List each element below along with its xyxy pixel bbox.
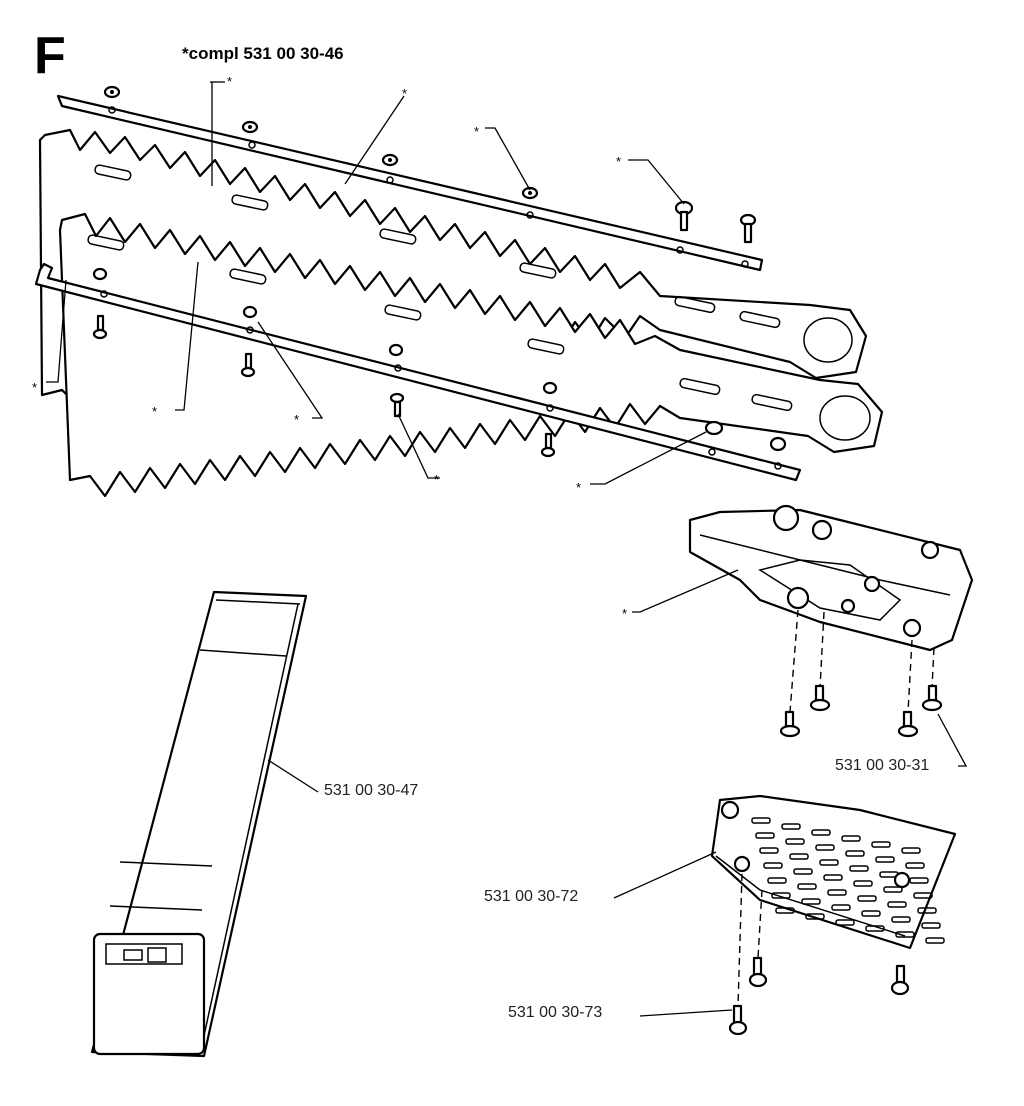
guard-slot: [891, 916, 911, 923]
spacers-and-screws: [92, 267, 787, 458]
lower-blade: [58, 212, 884, 498]
lower-guide-strip: [34, 262, 802, 482]
blade-cover: [90, 590, 308, 1058]
guard-slot: [865, 925, 885, 932]
kit-label: *compl 531 00 30-46: [182, 44, 344, 63]
callout-asterisk: *: [576, 480, 582, 495]
guard-slot: [781, 823, 801, 830]
guard-slot: [853, 880, 873, 887]
guard-slot: [831, 904, 851, 911]
guard-slot: [775, 907, 795, 914]
guard-slot: [845, 850, 865, 857]
guard-slot: [801, 898, 821, 905]
callout-asterisk: *: [434, 472, 440, 487]
callout-asterisk: *: [474, 124, 480, 139]
guard-slot: [771, 892, 791, 899]
guard-slot: [811, 829, 831, 836]
callout-asterisk: *: [227, 74, 233, 89]
guard-slot: [849, 865, 869, 872]
guard-slot: [785, 838, 805, 845]
guard-slot: [823, 874, 843, 881]
callout-asterisk: *: [622, 606, 628, 621]
callout-asterisk: *: [294, 412, 300, 427]
screw-set-label: 531 00 30-31: [835, 757, 930, 774]
guard-slot: [755, 832, 775, 839]
callout-asterisk: *: [616, 154, 622, 169]
guard-slot: [805, 913, 825, 920]
guard-slot: [925, 937, 945, 944]
leader-lines: [46, 81, 968, 1017]
guard-slot: [883, 886, 903, 893]
upper-guide-strip: [56, 94, 764, 272]
blade-cover-label: 531 00 30-47: [324, 782, 419, 799]
guard-slot: [901, 847, 921, 854]
callout-asterisk: *: [402, 86, 408, 101]
guard-slot: [797, 883, 817, 890]
guard-slot: [857, 895, 877, 902]
guard-slot: [871, 841, 891, 848]
guard-slot: [793, 868, 813, 875]
guard-slot: [819, 859, 839, 866]
guard-slot: [841, 835, 861, 842]
callout-asterisk: *: [152, 404, 158, 419]
guard-slot: [905, 862, 925, 869]
guard-slot: [921, 922, 941, 929]
guard-slot: [759, 847, 779, 854]
guard-slot: [861, 910, 881, 917]
guard-slot: [835, 919, 855, 926]
guard-slot: [895, 931, 915, 938]
guard-slot: [815, 844, 835, 851]
housing-screws: [779, 609, 943, 738]
plate-screw-label: 531 00 30-73: [508, 1004, 603, 1021]
guard-slot: [763, 862, 783, 869]
nuts-top: [103, 85, 539, 200]
guard-slot: [875, 856, 895, 863]
guard-plate: [710, 794, 957, 950]
guard-slot: [789, 853, 809, 860]
guard-slot: [887, 901, 907, 908]
guard-slot: [767, 877, 787, 884]
callout-asterisk: *: [32, 380, 38, 395]
section-letter: F: [34, 27, 66, 85]
guard-plate-label: 531 00 30-72: [484, 888, 579, 905]
guard-slot: [913, 892, 933, 899]
guard-slot: [827, 889, 847, 896]
guard-slot: [917, 907, 937, 914]
gear-housing: [688, 504, 974, 652]
screws-top-right: [674, 200, 757, 244]
guard-slot: [751, 817, 771, 824]
guard-plate-screws: [728, 873, 910, 1036]
